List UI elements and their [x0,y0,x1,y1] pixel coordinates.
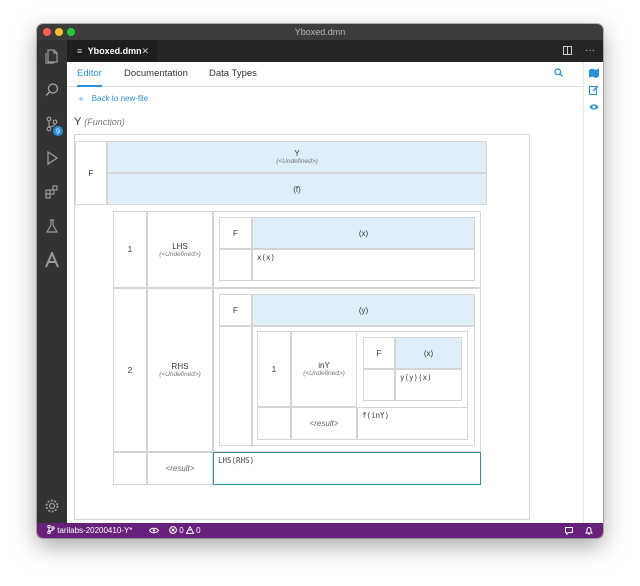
rhs-function-kind[interactable]: F [219,294,252,326]
kogito-a-icon[interactable] [44,252,60,268]
error-icon [169,526,177,534]
window-title: Yboxed.dmn [294,27,346,37]
entry-type-lhs: (<Undefined>) [159,250,201,258]
inner-entry-type: (<Undefined>) [303,370,345,377]
function-header-name: Y [294,149,300,158]
entry-name-rhs: RHS [171,362,189,371]
context-row-number-2: 2 [113,288,147,452]
inner-row-spacer [363,369,395,401]
lhs-function-body[interactable]: x(x) [252,249,475,281]
search-icon[interactable] [554,68,563,77]
settings-gear-icon[interactable] [44,498,60,514]
feedback-icon[interactable] [565,527,573,535]
inner-result-spacer [257,407,291,440]
live-share-icon[interactable] [149,527,159,534]
lhs-function-params[interactable]: (x) [252,217,475,249]
minimize-window-button[interactable] [55,28,63,36]
inner-result-expression[interactable]: f(inY) [357,407,468,440]
boxed-function-expression: F Y (<Undefined>) (f) 1 LHS (<Undefined>… [74,134,530,520]
inner-entry-iny[interactable]: inY (<Undefined>) [291,331,357,407]
context-row-number-1: 1 [113,211,147,288]
close-tab-icon[interactable]: ✕ [141,46,149,56]
editor-tab-bar: ≡ Yboxed.dmn ✕ ··· [67,40,603,62]
svg-text:9: 9 [56,129,60,136]
tab-actions: ··· [563,40,595,62]
function-title: Y (Function) [74,116,125,128]
inner-row-number-1: 1 [257,331,291,407]
tab-editor[interactable]: Editor [77,62,102,87]
more-actions-icon[interactable]: ··· [585,45,595,56]
context-result-expression[interactable]: LHS(RHS) [213,452,481,485]
tab-data-types[interactable]: Data Types [209,68,257,79]
lhs-function-container [213,211,481,288]
editor-nav-tabs: Editor Documentation Data Types [67,62,583,87]
explorer-icon[interactable] [44,48,60,64]
inner-function-body[interactable]: y(y)(x) [395,369,462,401]
title-bar: Yboxed.dmn [37,24,603,40]
status-bar: tarilabs-20200410-Y* 0 0 [37,523,603,538]
search-icon[interactable] [44,82,60,98]
tab-label: Yboxed.dmn [87,46,142,56]
inner-entry-name: inY [318,361,330,370]
extensions-icon[interactable] [44,184,60,200]
rhs-row-spacer [219,326,252,446]
decision-navigator-icon[interactable] [589,68,599,78]
branch-name: tarilabs-20200410-Y* [57,526,133,535]
entry-name-lhs: LHS [172,241,188,251]
lhs-function-kind[interactable]: F [219,217,252,249]
inner-function-kind[interactable]: F [363,337,395,369]
tab-documentation[interactable]: Documentation [124,68,188,79]
branch-status[interactable]: tarilabs-20200410-Y* [47,523,132,538]
source-control-icon[interactable] [44,116,60,132]
properties-edit-icon[interactable] [589,85,599,95]
back-link-label: Back to new-file [91,94,149,103]
right-tool-rail [583,62,603,523]
context-entry-rhs[interactable]: RHS (<Undefined>) [147,288,213,452]
function-kind-cell[interactable]: F [75,141,107,205]
vscode-window: Yboxed.dmn 9 ≡ Yboxed.dmn ✕ ··· Editor D… [37,24,603,538]
dmn-editor: Editor Documentation Data Types « Back t… [67,62,603,523]
function-header-type: (<Undefined>) [276,158,318,165]
activity-bar: 9 [37,40,67,523]
preview-eye-icon[interactable] [589,102,599,112]
warning-icon [185,525,195,534]
function-kind: (Function) [84,117,125,127]
zoom-window-button[interactable] [67,28,75,36]
warning-count: 0 [196,526,201,535]
rhs-body-container [252,326,475,446]
error-count: 0 [179,526,184,535]
rhs-function-container [213,288,481,452]
entry-type-rhs: (<Undefined>) [159,371,201,378]
split-editor-icon[interactable] [563,45,573,55]
context-entry-lhs[interactable]: LHS (<Undefined>) [147,211,213,288]
git-branch-icon [47,524,55,535]
notifications-bell-icon[interactable] [585,526,593,535]
inner-result-label: <result> [291,407,357,440]
close-window-button[interactable] [43,28,51,36]
source-control-badge: 9 [53,126,63,136]
run-debug-icon[interactable] [44,150,60,166]
function-params-cell[interactable]: (f) [107,173,487,205]
back-link[interactable]: « Back to new-file [79,94,148,103]
result-row-spacer [113,452,147,485]
inner-function-params[interactable]: (x) [395,337,462,369]
editor-tab-yboxed[interactable]: ≡ Yboxed.dmn ✕ [67,40,157,62]
context-result-label: <result> [147,452,213,485]
lhs-row-spacer [219,249,252,281]
file-icon: ≡ [77,46,83,56]
function-header-cell[interactable]: Y (<Undefined>) [107,141,487,173]
double-chevron-left-icon: « [79,94,84,103]
testing-flask-icon[interactable] [44,218,60,234]
problems-status[interactable]: 0 0 [169,523,201,538]
function-name: Y [74,116,82,128]
rhs-function-params[interactable]: (y) [252,294,475,326]
